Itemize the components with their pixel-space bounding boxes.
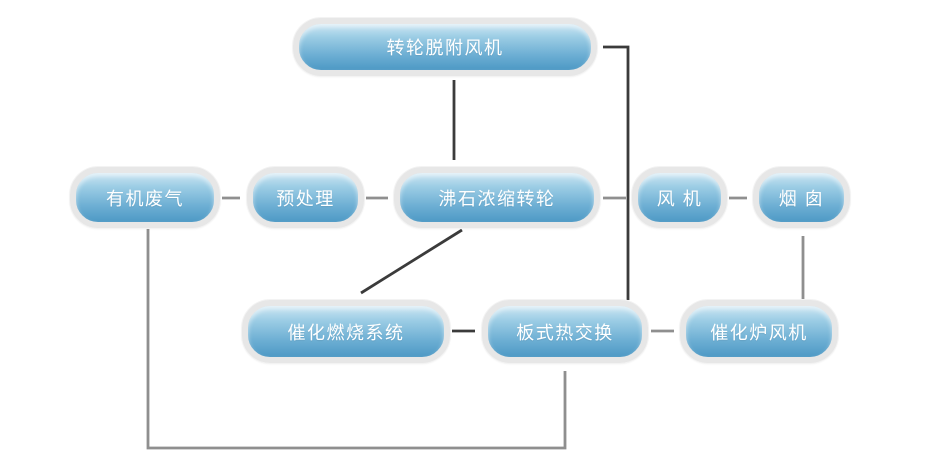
edge-plate-heat-exchanger-to-desorption-fan (603, 45, 630, 300)
node-fan: 风 机 (632, 167, 727, 228)
edge-zeolite-rotor-to-catalytic-combustion (360, 228, 463, 295)
node-catalytic-furnace-fan-label: 催化炉风机 (710, 322, 808, 343)
edge-organic-waste-gas-to-plate-heat-exchanger (146, 229, 567, 450)
node-catalytic-combustion-label: 催化燃烧系统 (287, 322, 405, 343)
node-desorption-fan-label: 转轮脱附风机 (386, 38, 504, 58)
node-pretreatment: 预处理 (247, 167, 364, 228)
node-zeolite-rotor: 沸石浓缩转轮 (394, 167, 600, 228)
node-plate-heat-exchanger: 板式热交换 (482, 300, 648, 363)
node-plate-heat-exchanger-label: 板式热交换 (516, 322, 614, 343)
node-organic-waste-gas: 有机废气 (70, 167, 220, 228)
node-fan-label: 风 机 (656, 188, 703, 209)
node-catalytic-furnace-fan: 催化炉风机 (680, 300, 838, 363)
node-catalytic-combustion: 催化燃烧系统 (242, 300, 450, 363)
node-chimney-label: 烟 囱 (778, 188, 825, 209)
node-desorption-fan: 转轮脱附风机 (293, 18, 597, 76)
node-zeolite-rotor-label: 沸石浓缩转轮 (438, 188, 556, 209)
node-pretreatment-label: 预处理 (276, 188, 335, 209)
node-organic-waste-gas-label: 有机废气 (106, 188, 184, 209)
node-chimney: 烟 囱 (753, 167, 850, 228)
